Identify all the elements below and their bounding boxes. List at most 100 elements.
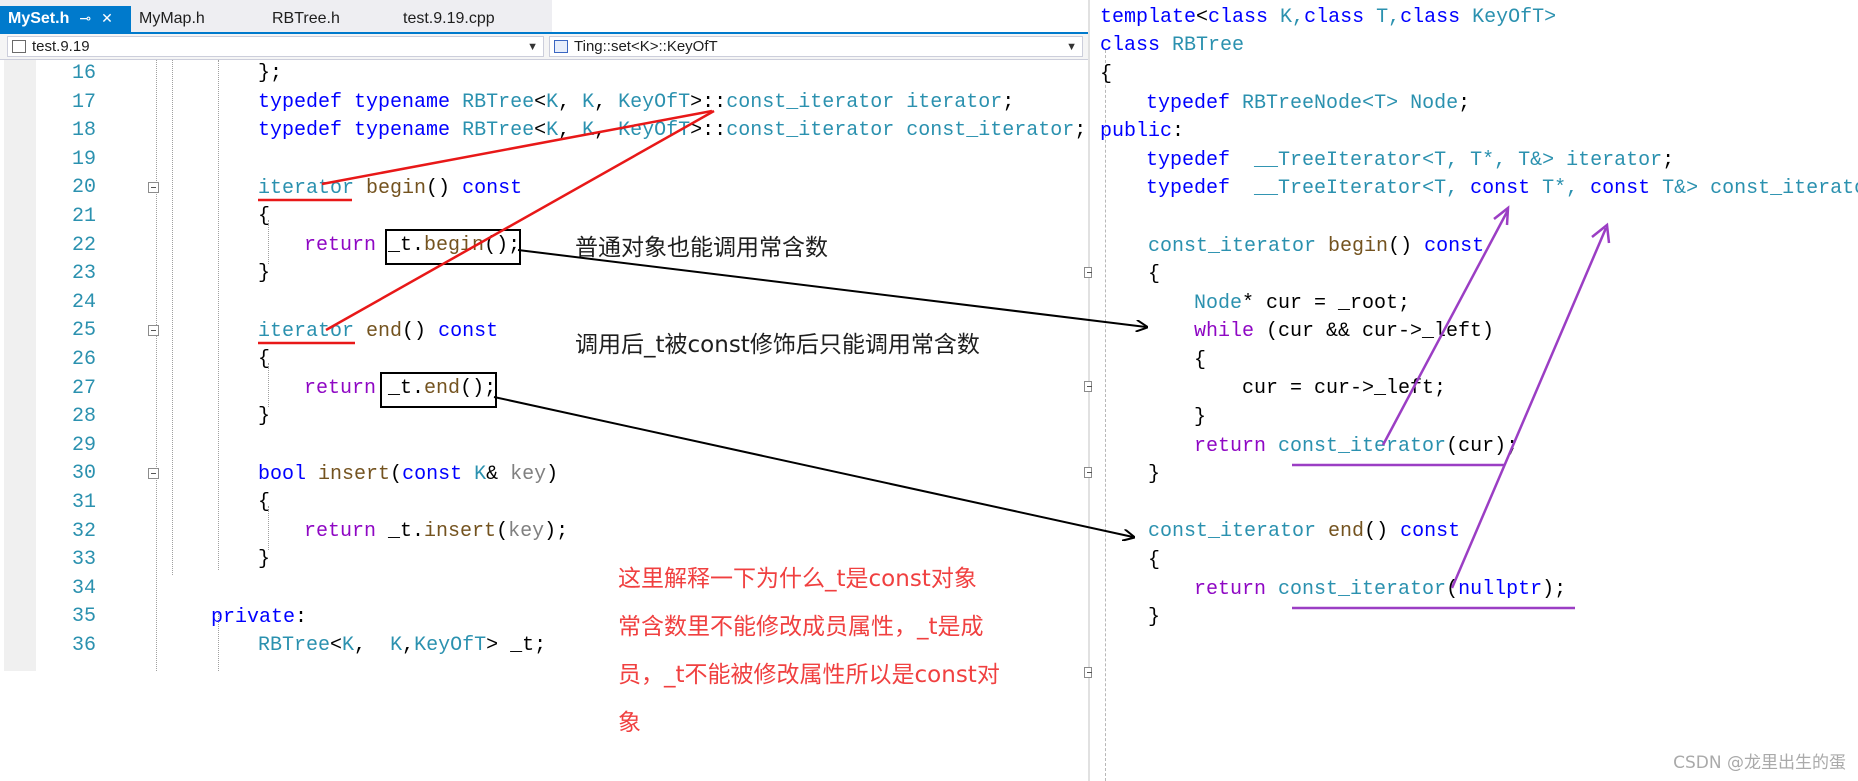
code-line: { <box>1194 349 1207 372</box>
collapse-toggle-icon[interactable] <box>1084 267 1092 278</box>
note-line: 这里解释一下为什么_t是const对象 <box>618 566 977 592</box>
scope-dropdown[interactable]: Ting::set<K>::KeyOfT ▼ <box>549 36 1083 57</box>
line-number: 33 <box>71 548 96 572</box>
watermark: CSDN @龙里出生的蛋 <box>1673 753 1846 773</box>
code-text: }; <box>258 62 283 85</box>
pin-icon[interactable]: ⊸ <box>79 10 92 26</box>
code-line: } <box>258 405 271 428</box>
tab-label: test.9.19.cpp <box>403 10 495 27</box>
collapse-toggle-icon[interactable] <box>1084 667 1092 678</box>
code-line: const_iterator end() const <box>1148 520 1461 543</box>
indent-guide <box>218 613 219 671</box>
code-line: { <box>258 491 271 514</box>
code-line: } <box>1148 463 1161 486</box>
line-number: 31 <box>71 491 96 514</box>
code-line: Node* cur = _root; <box>1194 292 1411 315</box>
indent-guide <box>268 506 269 550</box>
tab-test-cpp[interactable]: test.9.19.cpp <box>395 6 552 33</box>
line-number: 35 <box>71 605 96 629</box>
code-line: return _t.insert(key); <box>304 520 569 543</box>
line-number: 30 <box>71 462 96 486</box>
code-line: return const_iterator(cur); <box>1194 435 1519 458</box>
code-line: }; <box>258 62 282 85</box>
line-number: 20 <box>71 176 96 200</box>
line-number: 16 <box>71 62 96 85</box>
line-number: 18 <box>71 119 96 143</box>
tab-label: RBTree.h <box>272 10 340 27</box>
annotation-note-2: 调用后_t被const修饰后只能调用常含数 <box>575 332 980 358</box>
line-number: 29 <box>71 433 96 457</box>
code-line: typedef __TreeIterator<T, const T*, cons… <box>1146 177 1858 200</box>
code-line: return _t.end(); <box>304 377 497 400</box>
collapse-toggle-icon[interactable] <box>148 325 159 336</box>
line-number: 23 <box>71 262 96 286</box>
code-line: typedef __TreeIterator<T, T*, T&> iterat… <box>1146 149 1675 172</box>
line-number: 36 <box>71 634 96 657</box>
navigation-bar: test.9.19 ▼ Ting::set<K>::KeyOfT ▼ <box>0 34 1090 60</box>
indent-guide <box>268 363 269 407</box>
code-line: { <box>1100 63 1113 86</box>
line-number: 22 <box>71 233 96 257</box>
class-icon <box>554 40 568 53</box>
collapse-toggle-icon[interactable] <box>148 468 159 479</box>
tab-label: MySet.h <box>8 10 70 27</box>
indicator-margin <box>4 60 36 671</box>
code-line: } <box>258 548 271 571</box>
code-line: typedef typename RBTree<K, K, KeyOfT>::c… <box>258 119 1087 142</box>
line-number: 32 <box>71 519 96 543</box>
note-line: 常含数里不能修改成员属性，_t是成 <box>618 614 984 640</box>
indent-guide <box>218 60 219 570</box>
project-dropdown[interactable]: test.9.19 ▼ <box>7 36 544 57</box>
scope-name: Ting::set<K>::KeyOfT <box>574 38 718 55</box>
project-icon <box>12 40 26 53</box>
line-number: 17 <box>71 90 96 114</box>
begin-call-highlight-box <box>385 229 521 265</box>
code-line: while (cur && cur->_left) <box>1194 320 1495 343</box>
collapse-toggle-icon[interactable] <box>1084 381 1092 392</box>
code-editor-right[interactable]: template<class K,class T,class KeyOfT> c… <box>1084 0 1858 781</box>
line-number: 25 <box>71 319 96 343</box>
line-number: 34 <box>71 576 96 600</box>
dropdown-arrow-icon[interactable]: ▼ <box>1066 41 1077 53</box>
tab-myset[interactable]: MySet.h ⊸ ✕ <box>0 6 131 33</box>
code-line: return const_iterator(nullptr); <box>1194 578 1567 601</box>
indent-guide <box>268 220 269 264</box>
tab-label: MyMap.h <box>139 10 205 27</box>
code-line: } <box>258 262 271 285</box>
code-line: { <box>258 348 271 371</box>
dropdown-arrow-icon[interactable]: ▼ <box>527 41 538 53</box>
tab-mymap[interactable]: MyMap.h <box>131 6 264 33</box>
annotation-note-1: 普通对象也能调用常含数 <box>575 235 828 261</box>
line-number: 28 <box>71 405 96 429</box>
code-line: cur = cur->_left; <box>1242 377 1447 400</box>
end-call-highlight-box <box>380 372 497 408</box>
code-line: { <box>1148 549 1161 572</box>
code-line: public: <box>1100 120 1185 143</box>
code-line: private: <box>211 606 308 629</box>
code-line: class RBTree <box>1100 34 1245 57</box>
line-number: 27 <box>71 376 96 400</box>
annotation-note-3: 这里解释一下为什么_t是const对象 常含数里不能修改成员属性，_t是成 员，… <box>618 555 1000 747</box>
line-number: 24 <box>71 290 96 314</box>
code-line: template<class K,class T,class KeyOfT> <box>1100 6 1557 29</box>
note-line: 员，_t不能被修改属性所以是const对 <box>618 662 1000 688</box>
line-number: 21 <box>71 205 96 228</box>
tab-strip: MySet.h ⊸ ✕ MyMap.h RBTree.h test.9.19.cpp <box>0 0 552 33</box>
collapse-toggle-icon[interactable] <box>1084 467 1092 478</box>
note-line: 象 <box>618 710 641 736</box>
code-line: typedef typename RBTree<K, K, KeyOfT>::c… <box>258 91 1015 114</box>
indent-guide <box>172 60 173 575</box>
code-line: typedef RBTreeNode<T> Node; <box>1146 92 1471 115</box>
tab-underline <box>0 32 1090 34</box>
line-number: 19 <box>71 147 96 171</box>
tab-rbtree[interactable]: RBTree.h <box>264 6 395 33</box>
code-line: const_iterator begin() const <box>1148 235 1485 258</box>
collapse-toggle-icon[interactable] <box>148 182 159 193</box>
code-line: RBTree<K, K,KeyOfT> _t; <box>258 634 547 657</box>
close-icon[interactable]: ✕ <box>101 10 113 26</box>
code-line: } <box>1194 406 1207 429</box>
code-line: bool insert(const K& key) <box>258 463 559 486</box>
code-line: iterator end() const <box>258 320 499 343</box>
code-line: iterator begin() const <box>258 177 523 200</box>
code-line: { <box>258 205 271 228</box>
